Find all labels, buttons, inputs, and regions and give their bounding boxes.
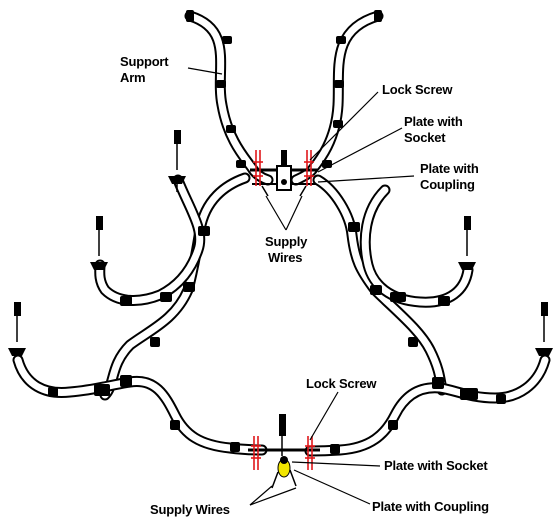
leader-plate-coupling-bottom [293,469,371,505]
joint [330,444,340,454]
label-plate-coupling-top-2: Coupling [420,177,475,192]
joint [370,285,382,295]
bottom-lock-screw [279,414,286,436]
leader-supply-wires-bottom-left [249,485,273,506]
candle-cup-right-3 [535,302,553,356]
joint [170,420,180,430]
arm-far-left-inner [14,356,266,454]
top-socket-plate [276,165,292,191]
candle-cup-left-3 [8,302,26,356]
leader-lock-screw-bottom [309,391,339,441]
joint [460,388,478,400]
label-supply-wires-top-1: Supply [265,234,308,249]
joint [408,337,418,347]
label-supply-wires-bottom: Supply Wires [150,502,230,517]
candle-cup-right-2 [458,216,476,270]
top-hub-assembly [250,150,318,197]
joint [150,337,160,347]
label-supply-wires-top-2: Wires [268,250,302,265]
joint [388,420,398,430]
label-lock-screw-top: Lock Screw [382,82,453,97]
joint [334,80,344,88]
label-plate-coupling-bottom: Plate with Coupling [372,499,489,514]
joint [348,222,360,232]
arm-far-right-inner [306,356,549,455]
leader-supply-wires-bottom-right [249,487,297,506]
joint [390,292,406,302]
joint [496,394,506,404]
joint [198,226,210,236]
leader-supply-wires-top-right [285,195,303,231]
joint [432,377,444,389]
label-support-arm-1: Support [120,54,169,69]
arm-far-right [304,354,551,457]
candle-cups [8,130,553,356]
top-lock-screw-markers [253,150,314,186]
leader-support-arm [187,67,223,75]
joint [236,160,246,168]
leader-plate-socket-top [317,127,403,173]
leader-supply-wires-top-left [265,195,287,231]
joint [94,384,110,396]
tube-joints [48,10,506,454]
bottom-lock-screw-markers [251,436,315,470]
labels: Support Arm Lock Screw Plate with Socket… [120,54,489,517]
label-plate-socket-top-2: Socket [404,130,446,145]
leader-plate-coupling-top [317,175,415,183]
joint [183,282,195,292]
leader-lock-screw-top [309,91,379,161]
joint [226,125,236,133]
joint [222,36,232,44]
joint [333,120,343,128]
label-support-arm-2: Arm [120,70,145,85]
arm-far-left [12,354,268,456]
joint [186,10,194,22]
label-lock-screw-bottom: Lock Screw [306,376,377,391]
joint [438,296,450,306]
joint [336,36,346,44]
label-plate-coupling-top-1: Plate with [420,161,479,176]
candle-cup-left-2 [90,216,108,270]
joint [48,387,58,397]
joint [230,442,240,452]
joint [160,292,172,302]
label-plate-socket-bottom: Plate with Socket [384,458,488,473]
joint [374,10,382,22]
bottom-hub-assembly [248,414,320,489]
leader-plate-socket-bottom [291,461,381,467]
top-lock-screw [281,150,287,166]
joint [216,80,226,88]
leader-lines [187,67,415,506]
label-plate-socket-top-1: Plate with [404,114,463,129]
candle-cup-left-1 [168,130,186,192]
joint [120,375,132,387]
joint [120,296,132,306]
